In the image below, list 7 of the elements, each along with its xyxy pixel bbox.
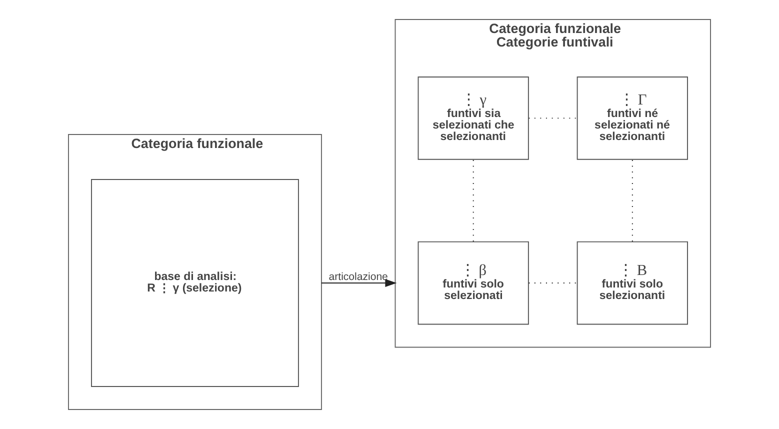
- node-box: base di analisi: R ⋮ γ (selezione): [91, 179, 299, 387]
- node-box: ⋮ B funtivi solo selezionanti: [576, 241, 688, 325]
- node-box: ⋮ Γ funtivi né selezionati né selezionanti: [576, 76, 688, 160]
- node-box: ⋮ β funtivi solo selezionati: [418, 241, 529, 325]
- edge-label: articolazione: [328, 270, 388, 283]
- arrow: [320, 278, 397, 288]
- node-box: ⋮ γ funtivi sia selezionati che selezionanti: [418, 76, 529, 160]
